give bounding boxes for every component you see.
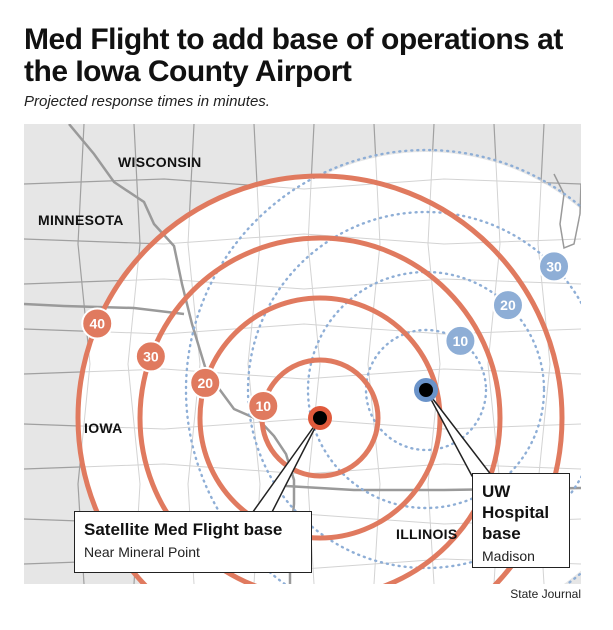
satellite-callout-title: Satellite Med Flight base [84, 520, 283, 539]
satellite-marker [313, 411, 327, 425]
uw-ring-20 [306, 270, 546, 510]
svg-text:20: 20 [197, 375, 213, 391]
minnesota-iowa-border [24, 302, 185, 316]
satellite-ring-label-10: 10 [247, 389, 280, 422]
base-markers [308, 378, 438, 430]
satellite-ring-label-30: 30 [134, 340, 167, 373]
uw-ring-label-10: 10 [444, 324, 477, 357]
credit: State Journal [510, 587, 581, 601]
satellite-ring-30 [137, 235, 503, 584]
uw-marker [419, 383, 433, 397]
svg-text:20: 20 [500, 297, 516, 313]
ring-labels: 1020304010203040 [81, 213, 581, 422]
svg-text:10: 10 [255, 398, 271, 414]
uw-ring-30 [246, 210, 581, 570]
label-wisconsin: WISCONSIN [118, 154, 202, 170]
svg-text:30: 30 [546, 258, 562, 274]
satellite-callout-subtitle: Near Mineral Point [84, 544, 200, 560]
map: 1020304010203040 WISCONSIN MINNESOTA IOW… [24, 124, 581, 584]
satellite-callout: Satellite Med Flight base Near Mineral P… [74, 511, 312, 573]
satellite-ring-20 [197, 295, 443, 541]
satellite-response-rings [75, 173, 565, 584]
uw-ring-label-20: 20 [491, 289, 524, 322]
uw-ring-10 [364, 328, 488, 452]
satellite-ring-40 [75, 173, 565, 584]
uw-ring-label-30: 30 [538, 250, 571, 283]
page-subtitle: Projected response times in minutes. [24, 93, 270, 110]
page-title: Med Flight to add base of operations at … [24, 23, 563, 88]
label-iowa: IOWA [84, 420, 123, 436]
satellite-ring-label-40: 40 [81, 307, 114, 340]
uw-callout-title: UW Hospital base [482, 482, 550, 543]
uw-response-rings [184, 148, 581, 584]
label-illinois: ILLINOIS [396, 526, 458, 542]
label-minnesota: MINNESOTA [38, 212, 124, 228]
svg-text:10: 10 [453, 333, 469, 349]
satellite-ring-label-20: 20 [189, 366, 222, 399]
uw-callout: UW Hospital base Madison [472, 473, 570, 568]
svg-text:40: 40 [89, 315, 105, 331]
uw-callout-subtitle: Madison [482, 548, 535, 564]
svg-text:30: 30 [143, 348, 159, 364]
